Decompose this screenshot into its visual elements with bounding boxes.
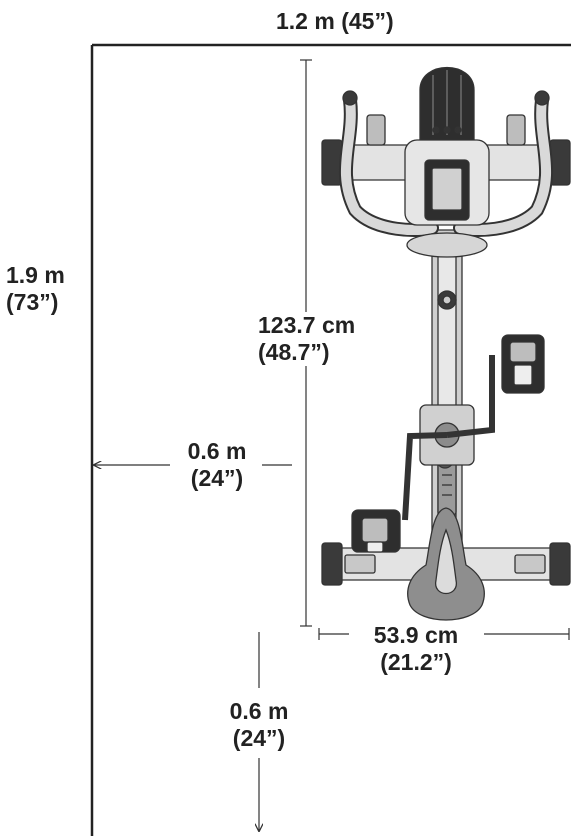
clearance-width-metric: 1.2 m xyxy=(276,8,335,34)
bike-width-label: 53.9 cm (21.2”) xyxy=(350,622,482,676)
exercise-bike-top-view-illustration xyxy=(321,67,571,621)
bike-length-imperial: (48.7”) xyxy=(258,339,330,365)
side-clearance-imperial: (24”) xyxy=(190,465,244,491)
clearance-width-imperial: (45”) xyxy=(341,8,394,34)
clearance-length-imperial: (73”) xyxy=(6,289,59,315)
clearance-length-metric: 1.9 m xyxy=(6,262,65,288)
console xyxy=(404,67,490,226)
clearance-length-label: 1.9 m (73”) xyxy=(6,262,65,316)
bike-width-imperial: (21.2”) xyxy=(380,649,452,675)
clearance-width-label: 1.2 m (45”) xyxy=(276,8,394,35)
bike-length-label: 123.7 cm (48.7”) xyxy=(256,312,358,366)
upper-pedal xyxy=(501,334,545,394)
clearance-boundary xyxy=(90,43,571,836)
handlebar xyxy=(338,90,554,238)
saddle xyxy=(407,507,485,621)
rear-clearance-imperial: (24”) xyxy=(232,725,286,751)
side-clearance-metric: 0.6 m xyxy=(187,438,247,464)
bike-length-metric: 123.7 cm xyxy=(258,312,356,338)
resistance-knob xyxy=(406,232,488,310)
rear-clearance-metric: 0.6 m xyxy=(229,698,289,724)
bike-width-dimension-line xyxy=(318,628,570,640)
bike-width-metric: 53.9 cm xyxy=(373,622,459,648)
lower-pedal xyxy=(351,509,401,553)
side-clearance-label: 0.6 m (24”) xyxy=(172,438,262,492)
rear-clearance-label: 0.6 m (24”) xyxy=(212,698,306,752)
